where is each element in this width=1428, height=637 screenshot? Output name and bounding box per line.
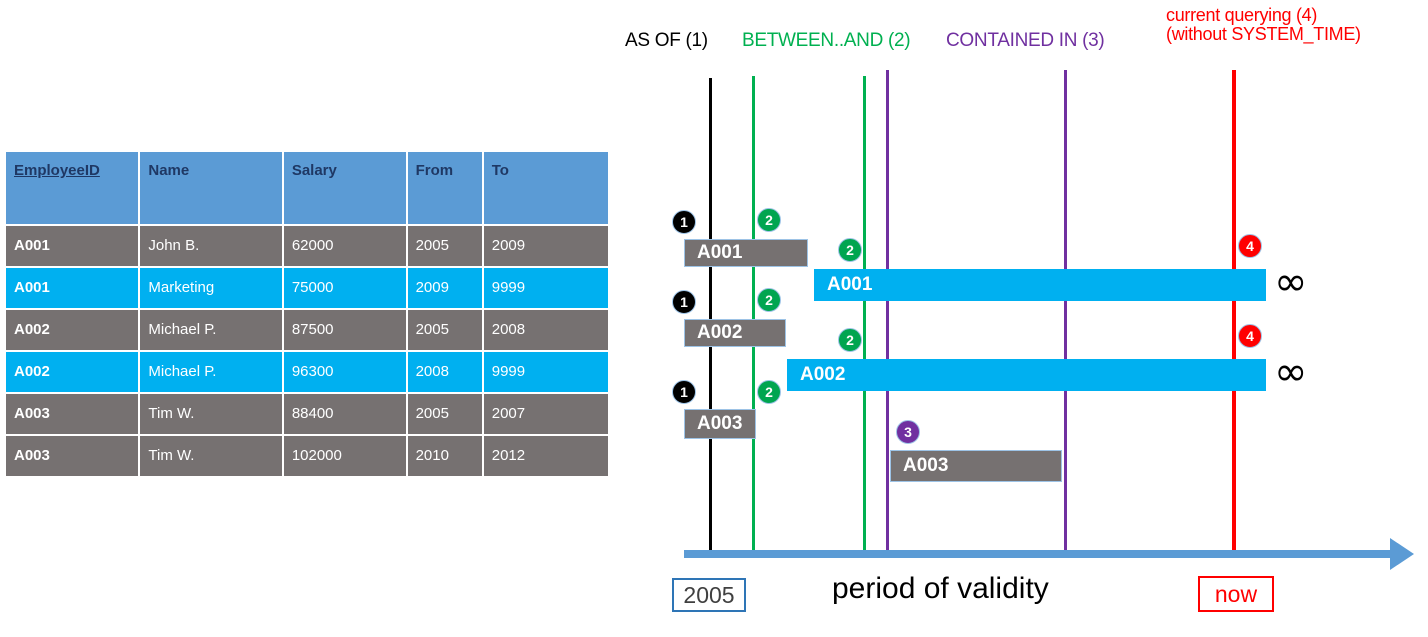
column-header-employeeid: EmployeeID — [6, 152, 139, 224]
cell-employeeid: A003 — [6, 436, 139, 476]
badge-as-of-a001: 1 — [672, 210, 696, 234]
badge-between-a002-current: 2 — [838, 328, 862, 352]
cell-from: 2005 — [407, 394, 482, 434]
legend-current-querying-line1: current querying (4) — [1166, 5, 1318, 25]
column-header-employeeid-label: EmployeeID — [14, 162, 100, 179]
query-line-contained-end — [1064, 70, 1067, 556]
axis-start-label-box: 2005 — [672, 578, 746, 612]
cell-employeeid: A001 — [6, 226, 139, 266]
query-line-contained-start — [886, 70, 889, 556]
interval-bar-a002-historical: A002 — [684, 319, 786, 347]
legend-contained-in: CONTAINED IN (3) — [946, 30, 1105, 51]
column-header-salary: Salary — [283, 152, 406, 224]
query-line-as-of — [709, 78, 712, 556]
infinity-symbol-a002: ∞ — [1274, 349, 1308, 395]
badge-between-a001-current: 2 — [838, 238, 862, 262]
table-header-row: EmployeeID Name Salary From To — [6, 152, 608, 224]
legend-between-and: BETWEEN..AND (2) — [742, 30, 911, 51]
cell-from: 2009 — [407, 268, 482, 308]
badge-as-of-a003: 1 — [672, 380, 696, 404]
badge-as-of-a002: 1 — [672, 290, 696, 314]
table-row: A002 Michael P. 96300 2008 9999 — [6, 352, 608, 392]
table-row: A002 Michael P. 87500 2005 2008 — [6, 310, 608, 350]
table-row: A003 Tim W. 102000 2010 2012 — [6, 436, 608, 476]
cell-employeeid: A002 — [6, 310, 139, 350]
cell-salary: 75000 — [283, 268, 406, 308]
table-row: A003 Tim W. 88400 2005 2007 — [6, 394, 608, 434]
badge-contained-in-a003: 3 — [896, 420, 920, 444]
query-line-between-start — [752, 76, 755, 556]
cell-name: Tim W. — [140, 394, 282, 434]
cell-employeeid: A002 — [6, 352, 139, 392]
cell-from: 2008 — [407, 352, 482, 392]
cell-name: John B. — [140, 226, 282, 266]
cell-salary: 87500 — [283, 310, 406, 350]
interval-bar-a001-historical: A001 — [684, 239, 808, 267]
cell-salary: 102000 — [283, 436, 406, 476]
timeline-axis — [684, 550, 1396, 558]
cell-to: 2007 — [483, 394, 608, 434]
badge-between-a001-start: 2 — [757, 208, 781, 232]
cell-from: 2005 — [407, 310, 482, 350]
axis-title: period of validity — [832, 572, 1049, 605]
query-line-now — [1232, 70, 1236, 556]
legend-current-querying: current querying (4) (without SYSTEM_TIM… — [1166, 5, 1361, 45]
employee-history-table: EmployeeID Name Salary From To A001 John… — [4, 150, 610, 478]
cell-employeeid: A001 — [6, 268, 139, 308]
cell-to: 2009 — [483, 226, 608, 266]
query-line-between-end — [863, 76, 866, 556]
table-row: A001 Marketing 75000 2009 9999 — [6, 268, 608, 308]
interval-bar-a001-current: A001 — [814, 269, 1266, 301]
cell-name: Tim W. — [140, 436, 282, 476]
cell-to: 9999 — [483, 268, 608, 308]
cell-to: 2012 — [483, 436, 608, 476]
interval-bar-a003-second: A003 — [890, 450, 1062, 482]
badge-between-a003: 2 — [757, 380, 781, 404]
cell-name: Michael P. — [140, 352, 282, 392]
infinity-symbol-a001: ∞ — [1274, 259, 1308, 305]
cell-salary: 88400 — [283, 394, 406, 434]
badge-between-a002-start: 2 — [757, 288, 781, 312]
cell-name: Marketing — [140, 268, 282, 308]
table-row: A001 John B. 62000 2005 2009 — [6, 226, 608, 266]
cell-salary: 62000 — [283, 226, 406, 266]
interval-bar-a002-current: A002 — [787, 359, 1266, 391]
timeline-arrow-icon — [1390, 538, 1414, 570]
cell-salary: 96300 — [283, 352, 406, 392]
cell-employeeid: A003 — [6, 394, 139, 434]
column-header-to: To — [483, 152, 608, 224]
column-header-from: From — [407, 152, 482, 224]
cell-from: 2010 — [407, 436, 482, 476]
interval-bar-a003-historical: A003 — [684, 409, 756, 439]
legend-as-of: AS OF (1) — [625, 30, 708, 51]
badge-current-a002: 4 — [1238, 324, 1262, 348]
column-header-name: Name — [140, 152, 282, 224]
cell-to: 9999 — [483, 352, 608, 392]
legend-current-querying-line2: (without SYSTEM_TIME) — [1166, 24, 1361, 45]
cell-name: Michael P. — [140, 310, 282, 350]
badge-current-a001: 4 — [1238, 234, 1262, 258]
axis-now-label-box: now — [1198, 576, 1274, 612]
cell-to: 2008 — [483, 310, 608, 350]
cell-from: 2005 — [407, 226, 482, 266]
